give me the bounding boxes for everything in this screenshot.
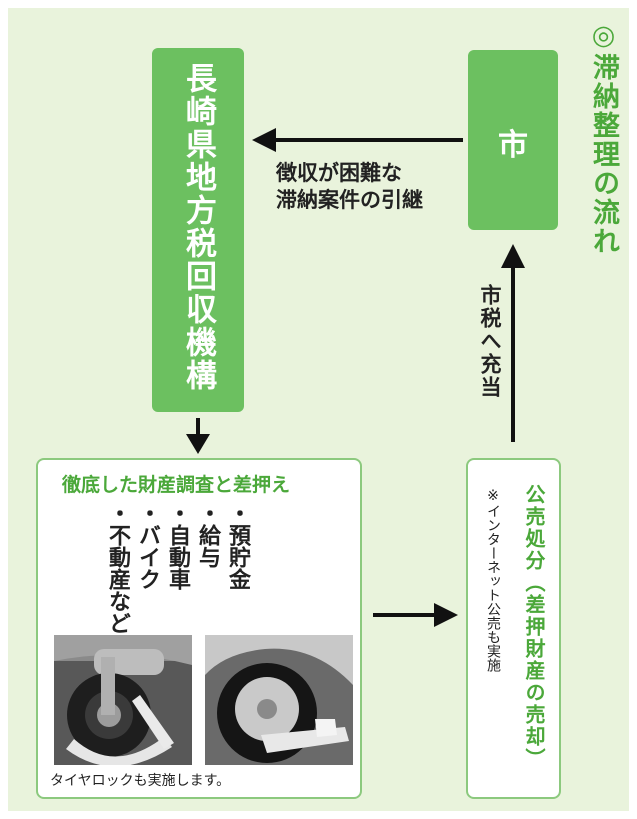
tax-allocation-label: 市税へ充当 — [478, 284, 502, 399]
investigation-box: 徹底した財産調査と差押え ・預貯金 ・給与 ・自動車 ・バイク ・不動産など — [36, 458, 362, 799]
asset-item-savings: ・預貯金 — [225, 502, 250, 590]
asset-item-salary: ・給与 — [195, 502, 220, 568]
car-tire-lock-photo — [205, 635, 353, 765]
page-title: ◎滞納整理の流れ — [588, 20, 619, 256]
arrow-to-sale-head — [434, 603, 458, 627]
arrow-city-to-org-head — [252, 128, 276, 152]
city-box: 市 — [468, 50, 558, 230]
public-sale-box: 公売処分（差押財産の売却） ※インターネット公売も実施 — [466, 458, 561, 799]
asset-item-motorbike: ・バイク — [135, 502, 160, 590]
internet-sale-note: ※インターネット公売も実施 — [485, 488, 501, 672]
collection-organization-label: 長崎県地方税回収機構 — [180, 62, 216, 392]
collection-organization-box: 長崎県地方税回収機構 — [152, 48, 244, 412]
tire-lock-caption: タイヤロックも実施します。 — [50, 773, 231, 789]
transfer-label-line1: 徴収が困難な — [276, 161, 402, 185]
transfer-label: 徴収が困難な 滞納案件の引継 — [276, 160, 466, 214]
arrow-org-down-head — [186, 434, 210, 454]
asset-list: ・預貯金 ・給与 ・自動車 ・バイク ・不動産など — [102, 502, 252, 650]
motorcycle-tire-lock-photo — [54, 635, 192, 765]
public-sale-title: 公売処分（差押財産の売却） — [522, 484, 546, 770]
arrow-to-city-head — [501, 244, 525, 268]
city-label: 市 — [498, 128, 528, 163]
investigation-heading: 徹底した財産調査と差押え — [62, 474, 291, 496]
transfer-label-line2: 滞納案件の引継 — [276, 188, 423, 212]
asset-item-real-estate: ・不動産など — [105, 502, 130, 634]
asset-item-car: ・自動車 — [165, 502, 190, 590]
